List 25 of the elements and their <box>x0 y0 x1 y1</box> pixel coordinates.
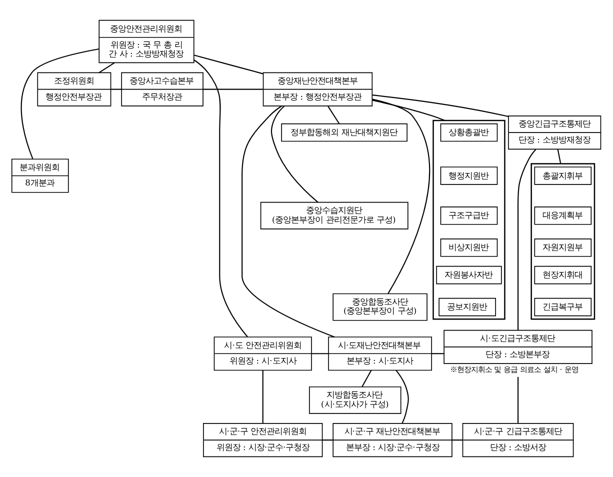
connector <box>362 370 372 387</box>
node-label: ※현장지휘소 및 응급 의료소 설치 · 운영 <box>450 365 578 374</box>
connector <box>98 62 115 74</box>
connector <box>203 88 264 90</box>
connector <box>452 440 463 441</box>
connector <box>327 106 340 124</box>
connector <box>372 98 430 294</box>
connector <box>262 370 264 424</box>
connector <box>557 149 562 164</box>
cluster <box>530 163 596 320</box>
connector <box>372 94 509 118</box>
connector <box>20 48 100 160</box>
connector <box>242 106 335 338</box>
connector <box>322 440 334 441</box>
cluster <box>432 120 506 320</box>
connector <box>194 54 264 74</box>
connector <box>396 370 409 424</box>
connector <box>432 353 444 354</box>
connector <box>372 100 445 121</box>
connector <box>312 353 328 354</box>
connector <box>517 149 536 330</box>
connector <box>517 376 519 424</box>
connector <box>111 88 122 90</box>
connector <box>194 59 248 338</box>
connector <box>270 106 318 203</box>
